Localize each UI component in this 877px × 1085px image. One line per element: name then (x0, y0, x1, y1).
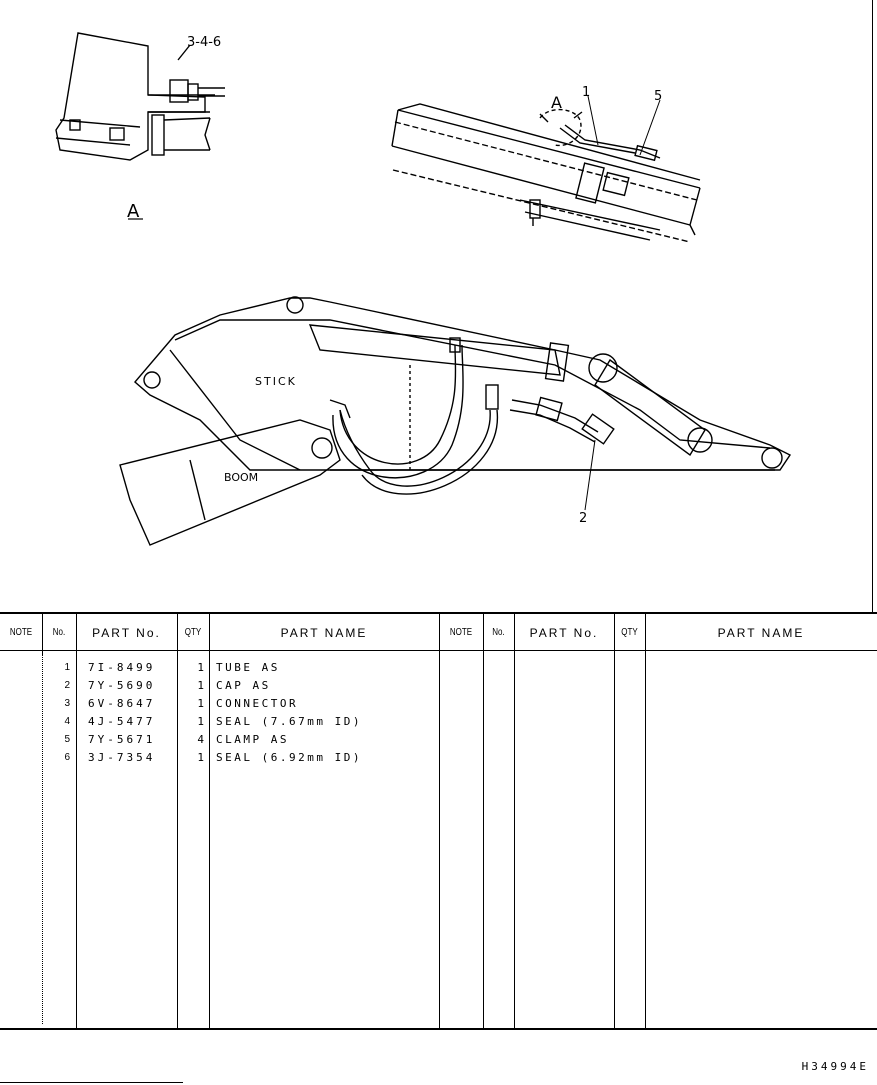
header-note-right: NOTE (449, 627, 473, 638)
row-qty: 1 (197, 715, 204, 728)
parts-table: NOTE No. PART No. QTY PART NAME NOTE No.… (0, 612, 877, 1030)
row-part-no: 7I-8499 (88, 661, 156, 674)
footer-rule (0, 1082, 183, 1083)
col-line (614, 614, 615, 1028)
label-boom: BOOM (224, 471, 258, 484)
table-row: 2 7Y-5690 1 CAP AS (0, 677, 877, 695)
row-qty: 1 (197, 661, 204, 674)
row-qty: 4 (197, 733, 204, 746)
table-row: 3 6V-8647 1 CONNECTOR (0, 695, 877, 713)
table-row: 6 3J-7354 1 SEAL (6.92mm ID) (0, 749, 877, 767)
header-no: No. (52, 627, 66, 638)
row-part-name: CAP AS (216, 679, 271, 692)
col-line (42, 614, 43, 654)
col-line (209, 614, 210, 1028)
callout-view-ref: A (551, 93, 562, 112)
row-part-name: SEAL (6.92mm ID) (216, 751, 362, 764)
row-no: 1 (64, 662, 70, 673)
detail-view-a (55, 32, 225, 220)
header-part-no-right: PART No. (529, 626, 599, 640)
label-stick: STICK (255, 375, 297, 388)
col-line (76, 614, 77, 1028)
table-row: 1 7I-8499 1 TUBE AS (0, 659, 877, 677)
callout-item-1: 1 (582, 85, 590, 100)
row-part-name: CONNECTOR (216, 697, 299, 710)
row-no: 6 (64, 752, 70, 763)
header-part-name: PART NAME (280, 626, 368, 640)
callout-detail-parts: 3-4-6 (187, 35, 221, 50)
callout-item-5: 5 (654, 89, 662, 104)
row-no: 2 (64, 680, 70, 691)
col-line (42, 654, 43, 1024)
row-qty: 1 (197, 751, 204, 764)
callout-view-label: A (127, 201, 140, 222)
col-line (514, 614, 515, 1028)
row-part-name: CLAMP AS (216, 733, 289, 746)
header-divider (0, 650, 877, 651)
row-no: 5 (64, 734, 70, 745)
header-qty-right: QTY (621, 627, 638, 638)
col-line (177, 614, 178, 1028)
boom-stick-assembly (119, 296, 792, 546)
header-part-name-right: PART NAME (717, 626, 805, 640)
row-qty: 1 (197, 679, 204, 692)
col-line (645, 614, 646, 1028)
col-line (483, 614, 484, 1028)
header-note: NOTE (9, 627, 33, 638)
callout-item-2: 2 (579, 511, 587, 526)
row-part-no: 7Y-5671 (88, 733, 156, 746)
row-part-name: SEAL (7.67mm ID) (216, 715, 362, 728)
row-part-name: TUBE AS (216, 661, 280, 674)
frame-right-border (872, 0, 873, 612)
row-part-no: 7Y-5690 (88, 679, 156, 692)
document-code: H34994E (801, 1060, 869, 1073)
row-part-no: 6V-8647 (88, 697, 156, 710)
header-qty: QTY (184, 627, 202, 638)
row-part-no: 3J-7354 (88, 751, 156, 764)
parts-illustration: 3-4-6 A A 1 5 2 STICK BOOM (55, 32, 792, 546)
row-no: 3 (64, 698, 70, 709)
row-qty: 1 (197, 697, 204, 710)
table-row: 5 7Y-5671 4 CLAMP AS (0, 731, 877, 749)
row-no: 4 (64, 716, 70, 727)
table-row: 4 4J-5477 1 SEAL (7.67mm ID) (0, 713, 877, 731)
col-line (439, 614, 440, 1028)
header-part-no: PART No. (92, 626, 161, 640)
row-part-no: 4J-5477 (88, 715, 156, 728)
cylinder-closeup (391, 95, 701, 243)
header-no-right: No. (492, 627, 505, 638)
